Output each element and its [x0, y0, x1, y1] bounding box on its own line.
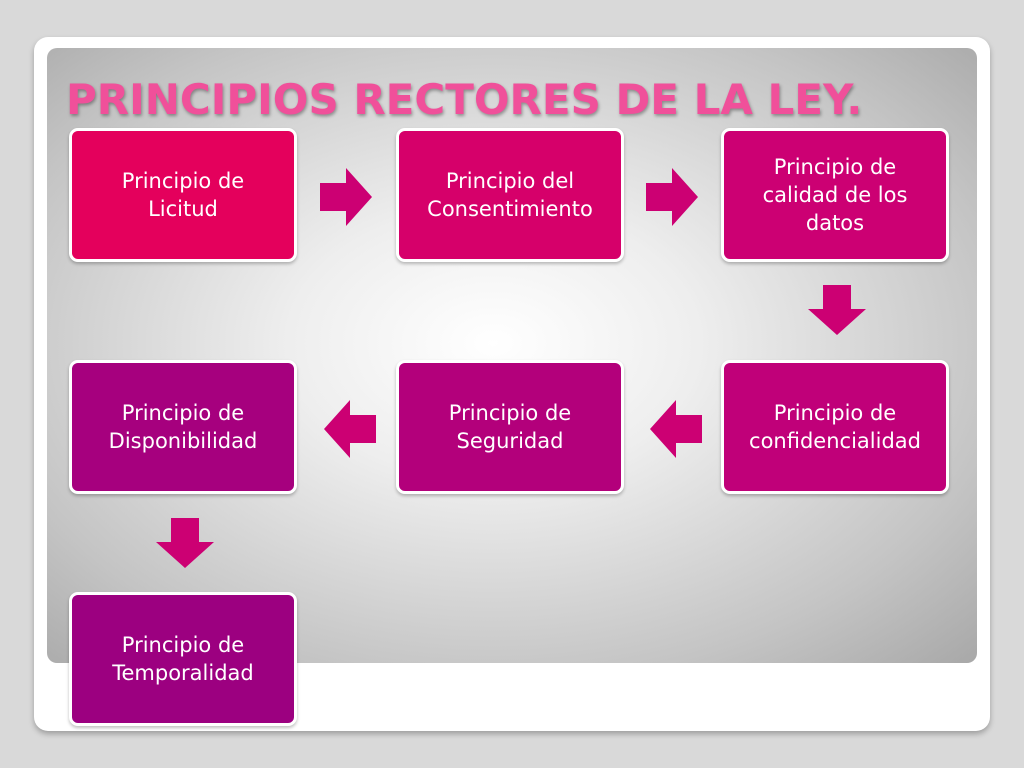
principle-label: Principio de Licitud: [121, 169, 245, 221]
principle-box-calidad-datos: Principio de calidad de los datos: [721, 128, 949, 262]
arrow-right-icon: [646, 168, 698, 226]
principle-label: Principio de confidencialidad: [749, 401, 921, 453]
principle-box-disponibilidad: Principio de Disponibilidad: [69, 360, 297, 494]
arrow-down-icon: [808, 285, 866, 335]
principle-box-seguridad: Principio de Seguridad: [396, 360, 624, 494]
principle-label: Principio de Seguridad: [448, 401, 572, 453]
arrow-left-icon: [324, 400, 376, 458]
principle-box-temporalidad: Principio de Temporalidad: [69, 592, 297, 726]
principle-box-consentimiento: Principio del Consentimiento: [396, 128, 624, 262]
slide-title: PRINCIPIOS RECTORES DE LA LEY.: [66, 75, 863, 124]
principle-box-confidencialidad: Principio de confidencialidad: [721, 360, 949, 494]
principle-box-licitud: Principio de Licitud: [69, 128, 297, 262]
principle-label: Principio del Consentimiento: [427, 169, 593, 221]
arrow-left-icon: [650, 400, 702, 458]
arrow-down-icon: [156, 518, 214, 568]
principle-label: Principio de Temporalidad: [112, 633, 254, 685]
principle-label: Principio de Disponibilidad: [108, 401, 258, 453]
arrow-right-icon: [320, 168, 372, 226]
principle-label: Principio de calidad de los datos: [762, 155, 908, 235]
